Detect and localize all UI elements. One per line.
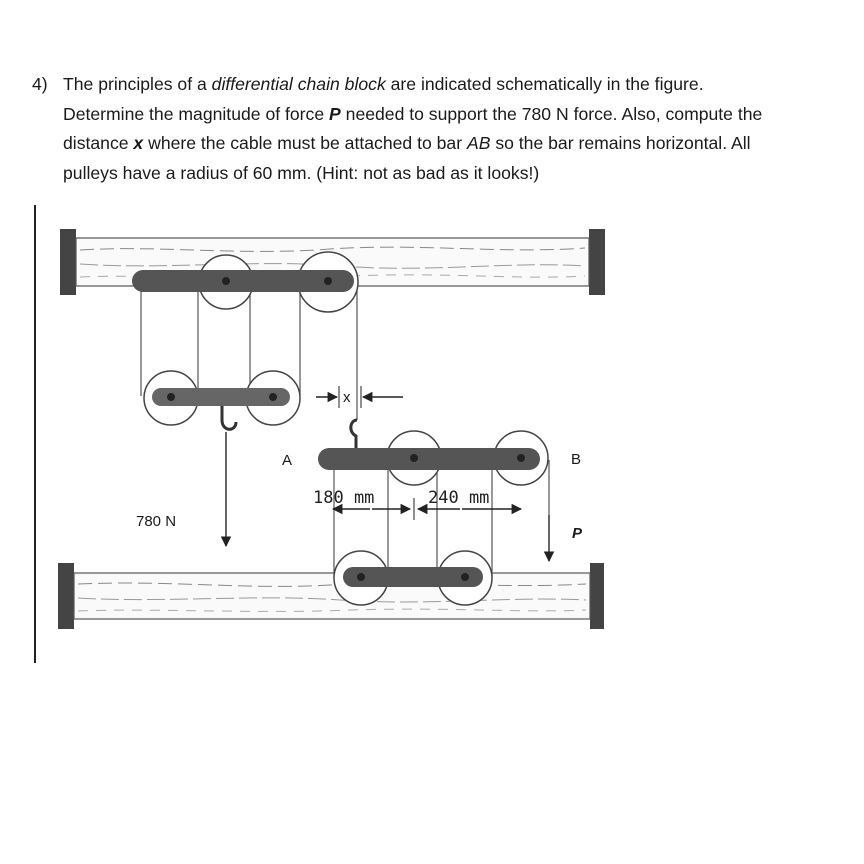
bar-ab	[318, 430, 549, 486]
text-run: Determine the magnitude of force	[63, 103, 330, 124]
dim-180mm: 180 mm	[313, 488, 374, 508]
problem-text: The principles of a differential chain b…	[63, 70, 853, 188]
bar-ab-hook	[349, 418, 358, 450]
problem-number: 4)	[32, 74, 48, 94]
text-run: distance	[63, 133, 134, 153]
load-pulley-block	[143, 370, 301, 431]
lower-fixed-pulleys	[333, 550, 493, 606]
x-dimension	[316, 386, 403, 408]
label-a: A	[282, 452, 292, 469]
text-run: AB	[466, 133, 491, 153]
text-run: differential chain block	[211, 74, 386, 94]
problem-line-3: distance x where the cable must be attac…	[63, 129, 853, 159]
cables	[140, 277, 550, 578]
dim-240mm: 240 mm	[428, 488, 489, 508]
text-run: P	[329, 103, 341, 124]
problem-line-1: The principles of a differential chain b…	[63, 70, 853, 100]
text-run: so the bar remains horizontal. All	[490, 133, 751, 153]
label-p: P	[572, 525, 583, 542]
x-label: x	[343, 389, 351, 406]
problem-line-4: pulleys have a radius of 60 mm. (Hint: n…	[63, 159, 853, 189]
text-run: needed to support the 780 N force. Also,…	[340, 103, 763, 124]
label-b: B	[571, 451, 581, 468]
text-run: pulleys have a radius of 60 mm. (Hint: n…	[63, 162, 540, 183]
ab-dimensions	[331, 498, 523, 520]
text-run: where the cable must be attached to bar	[143, 133, 467, 153]
text-run: are indicated schematically in the figur…	[385, 74, 704, 94]
text-run: The principles of a	[63, 74, 212, 94]
bottom-beam	[58, 563, 604, 629]
upper-fixed-pulleys	[132, 251, 359, 313]
problem-line-2: Determine the magnitude of force P neede…	[63, 100, 853, 130]
text-run: x	[133, 133, 144, 153]
load-label: 780 N	[136, 513, 176, 530]
